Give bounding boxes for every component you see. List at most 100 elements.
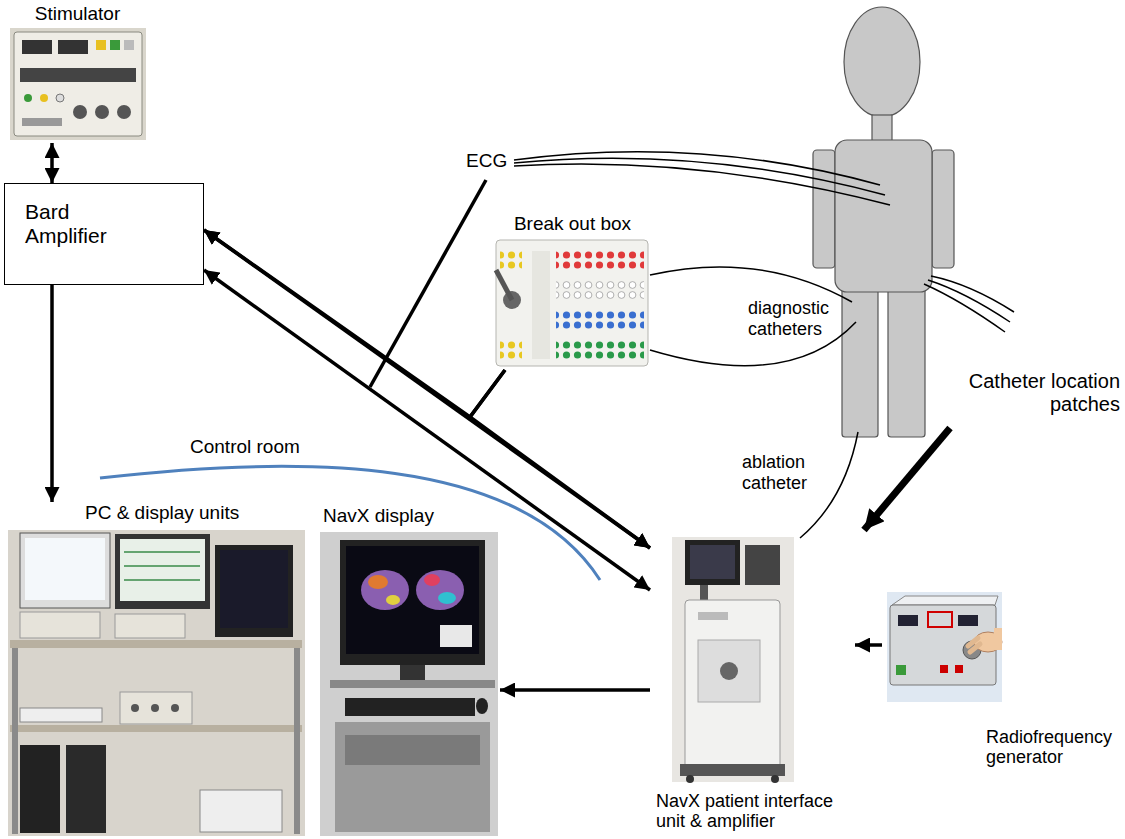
node-caption: NavX display [323, 505, 500, 527]
pc-display-photo [215, 545, 293, 637]
node-caption: Bard Amplifier [25, 200, 135, 248]
signal-arrow [204, 270, 650, 590]
rf-generator-photo [955, 665, 963, 673]
signal-label: ECG [466, 150, 516, 172]
ecg-wire [514, 164, 890, 205]
navx-display-photo [440, 625, 472, 647]
photo-caption: NavX patient interface unit & amplifier [650, 532, 855, 832]
pc-display-photo [25, 538, 105, 600]
patient-figure [932, 150, 954, 268]
stimulator-photo [22, 118, 62, 126]
pc-display-photo [115, 534, 210, 609]
navx-display-photo [476, 698, 488, 714]
patch-wire [931, 276, 1014, 312]
rf-generator-photo [968, 638, 980, 652]
photo-caption: Break out box [490, 213, 655, 370]
pc-display-photo [8, 530, 305, 836]
navx-display-photo [345, 698, 475, 716]
patch-wire [924, 276, 1014, 332]
pc-display-photo [20, 708, 102, 722]
process-box: Bard Amplifier [4, 183, 204, 285]
node-caption: Break out box [490, 213, 655, 235]
catheter-wire [800, 432, 858, 538]
node-caption: Stimulator [5, 3, 150, 25]
signal-arrow [50, 285, 54, 502]
navx-unit-photo [690, 545, 735, 579]
navx-display-photo [340, 540, 485, 665]
navx-unit-photo [771, 775, 779, 783]
navx-unit-photo [698, 640, 760, 702]
pc-display-photo [120, 539, 205, 601]
breakout-box-photo [556, 311, 644, 331]
signal-arrow [204, 230, 650, 548]
pc-display-photo [115, 614, 185, 638]
navx-unit-photo [672, 537, 794, 783]
rf-generator-photo [890, 605, 996, 685]
breakout-box-photo [556, 339, 644, 359]
stimulator-photo [40, 94, 48, 102]
part-label: diagnostic catheters [748, 298, 840, 339]
pc-display-photo [294, 648, 300, 834]
navx-display-photo [330, 680, 495, 688]
pc-display-photo [20, 533, 110, 608]
pc-display-photo [120, 692, 192, 724]
pc-display-photo [151, 704, 159, 712]
catheter-wire [650, 267, 858, 538]
navx-unit-photo [680, 764, 785, 776]
catheter-wire [650, 267, 852, 302]
photo-caption: Radiofrequency generator [882, 588, 1120, 768]
navx-display-photo [320, 532, 498, 836]
breakout-box-photo [496, 270, 512, 300]
node-caption: Radiofrequency generator [986, 727, 1118, 768]
breakout-box-photo [496, 240, 648, 366]
navx-unit-photo [698, 612, 728, 620]
stimulator-photo [96, 40, 106, 50]
navx-unit-photo [720, 662, 738, 680]
stimulator-photo [124, 40, 134, 50]
pc-display-photo [20, 745, 60, 833]
pc-display-photo [20, 612, 100, 638]
photo-caption: NavX display [315, 505, 500, 835]
navx-unit-photo [745, 545, 780, 585]
breakout-box-photo [556, 251, 644, 271]
breakout-box-photo [500, 251, 522, 271]
rf-generator-photo [887, 592, 1002, 702]
node-caption: PC & display units [85, 502, 305, 524]
navx-unit-photo [685, 540, 740, 585]
photo-caption: Stimulator [5, 3, 150, 143]
rf-generator-photo [994, 628, 1002, 650]
stimulator-photo [22, 40, 52, 54]
rf-generator-photo [892, 596, 998, 605]
breakout-box-photo [500, 339, 522, 359]
breakout-box-photo [496, 240, 648, 366]
patient-figure [842, 288, 878, 437]
pc-display-photo [66, 745, 106, 833]
pc-display-photo [200, 790, 282, 832]
patient-figure [872, 115, 892, 142]
pc-display-photo [171, 704, 179, 712]
stimulator-photo [10, 28, 146, 140]
stimulator-photo [24, 94, 32, 102]
rf-generator-photo [958, 615, 978, 626]
signal-arrow [50, 143, 54, 183]
pc-display-photo [10, 640, 302, 648]
patch-arrow [864, 428, 950, 530]
stimulator-photo [95, 105, 109, 119]
navx-display-photo [335, 722, 490, 832]
stimulator-photo [56, 94, 64, 102]
pc-display-photo [220, 550, 288, 628]
patient-figure [835, 140, 932, 292]
stimulator-photo [14, 32, 142, 136]
region-label: Control room [190, 436, 320, 458]
ecg-wire [370, 180, 486, 387]
stimulator-photo [73, 105, 87, 119]
ecg-wire [370, 152, 890, 387]
navx-display-photo [416, 570, 464, 610]
navx-display-photo [320, 532, 498, 836]
breakout-box-photo [532, 251, 550, 359]
stimulator-photo [117, 105, 131, 119]
